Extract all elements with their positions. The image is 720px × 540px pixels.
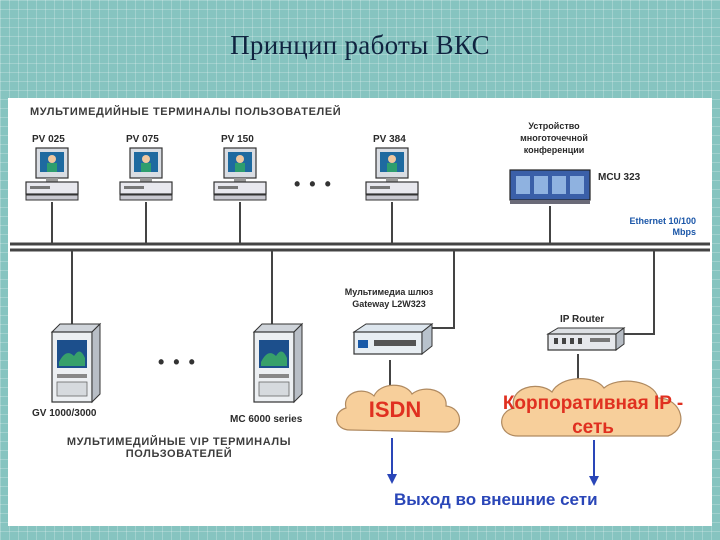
workstation-icon: [119, 147, 173, 201]
mcu-description: Устройство многоточечной конференции: [520, 121, 588, 155]
corporate-network-label: Корпоративная IP - сеть: [502, 393, 684, 438]
ethernet-label: Ethernet 10/100 Mbps: [629, 216, 696, 237]
terminal-label-pv384: PV 384: [373, 134, 406, 145]
corporate-network-cloud-icon: [501, 378, 682, 437]
vip-label-mc6000: MC 6000 series: [230, 414, 303, 425]
workstation-icon: [25, 147, 79, 201]
group-label-vip-terminals: МУЛЬТИМЕДИЙНЫЕ VIP ТЕРМИНАЛЫ ПОЛЬЗОВАТЕЛ…: [66, 436, 292, 460]
vip-label-gv1000: GV 1000/3000: [32, 408, 97, 419]
mcu-label: MCU 323: [598, 172, 641, 183]
vip-terminal-icon: [50, 322, 102, 404]
terminal-label-pv150: PV 150: [221, 134, 254, 145]
group-label-user-terminals: МУЛЬТИМЕДИЙНЫЕ ТЕРМИНАЛЫ ПОЛЬЗОВАТЕЛЕЙ: [30, 106, 342, 118]
external-networks-label: Выход во внешние сети: [394, 490, 598, 509]
gateway-device-icon: [352, 322, 434, 356]
workstation-icon: [213, 147, 267, 201]
more-vip-ellipsis: • • •: [158, 352, 197, 372]
router-device-icon: [546, 327, 626, 351]
workstation-icon: [365, 147, 419, 201]
more-terminals-ellipsis: • • •: [294, 174, 333, 194]
terminal-label-pv025: PV 025: [32, 134, 65, 145]
isdn-cloud-icon: [336, 384, 461, 433]
network-bus: [10, 202, 710, 486]
network-diagram: МУЛЬТИМЕДИЙНЫЕ ТЕРМИНАЛЫ ПОЛЬЗОВАТЕЛЕЙ P…: [8, 98, 712, 526]
isdn-label: ISDN: [368, 397, 422, 422]
slide-title: Принцип работы ВКС: [230, 30, 490, 60]
router-label: IP Router: [560, 314, 605, 325]
terminal-label-pv075: PV 075: [126, 134, 159, 145]
mcu-server-icon: [509, 169, 591, 204]
vip-terminal-icon: [252, 322, 304, 404]
gateway-label: Мультимедиа шлюз Gateway L2W323: [344, 287, 434, 309]
